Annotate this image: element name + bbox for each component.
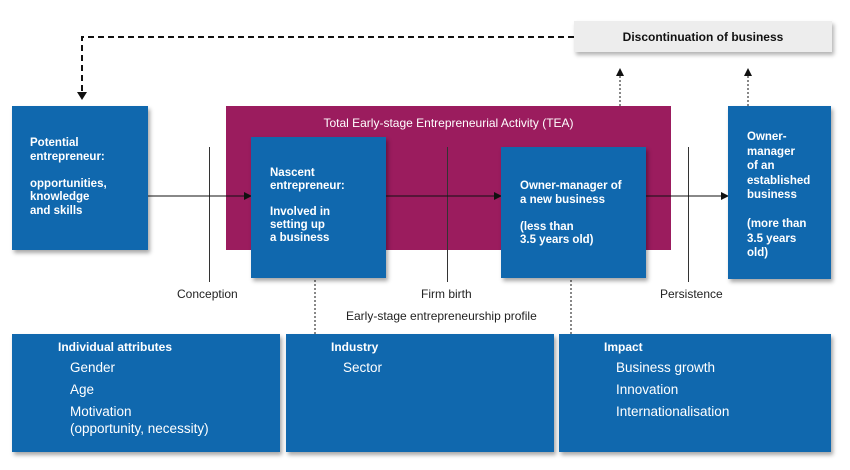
established-business-owner-box: Owner- manager of an established busines… (728, 106, 831, 279)
industry-panel: Industry Sector (286, 334, 554, 452)
discontinuation-label: Discontinuation of business (622, 29, 784, 44)
potential-entrepreneur-box: Potential entrepreneur: opportunities, k… (12, 106, 148, 250)
conception-label: Conception (177, 287, 238, 301)
nascent-entrepreneur-text: Nascent entrepreneur: Involved in settin… (270, 167, 345, 244)
panel-item-internationalisation: Internationalisation (616, 404, 730, 419)
new-business-owner-text: Owner-manager of a new business (less th… (520, 180, 622, 246)
industry-heading: Industry (331, 340, 379, 354)
tea-title: Total Early-stage Entrepreneurial Activi… (323, 116, 574, 130)
dotted-arrowhead-established (744, 68, 752, 76)
panel-item-gender: Gender (70, 360, 116, 375)
conception-line (209, 147, 210, 282)
discontinuation-loop-arrowhead (77, 92, 87, 100)
persistence-line (688, 147, 689, 282)
potential-entrepreneur-text: Potential entrepreneur: opportunities, k… (30, 137, 107, 217)
established-business-owner-text: Owner- manager of an established busines… (747, 131, 811, 259)
dotted-arrowhead-tea (616, 68, 624, 76)
panel-item-innovation: Innovation (616, 382, 679, 397)
impact-heading: Impact (604, 340, 643, 354)
panel-item-sector: Sector (343, 360, 383, 375)
panel-item-age: Age (70, 382, 95, 397)
firm-birth-line (447, 147, 448, 282)
profile-label: Early-stage entrepreneurship profile (346, 309, 537, 323)
persistence-label: Persistence (660, 287, 723, 301)
panel-item-business-growth: Business growth (616, 360, 716, 375)
firm-birth-label: Firm birth (421, 287, 472, 301)
discontinuation-box: Discontinuation of business (574, 21, 832, 52)
individual-attributes-panel: Individual attributes Gender Age Motivat… (12, 334, 280, 452)
nascent-entrepreneur-box: Nascent entrepreneur: Involved in settin… (251, 137, 386, 278)
impact-panel: Impact Business growth Innovation Intern… (559, 334, 831, 452)
individual-attributes-heading: Individual attributes (58, 340, 173, 354)
new-business-owner-box: Owner-manager of a new business (less th… (501, 147, 646, 278)
discontinuation-loop-arrow (81, 36, 574, 96)
panel-item-motivation: Motivation (opportunity, necessity) (70, 404, 209, 436)
